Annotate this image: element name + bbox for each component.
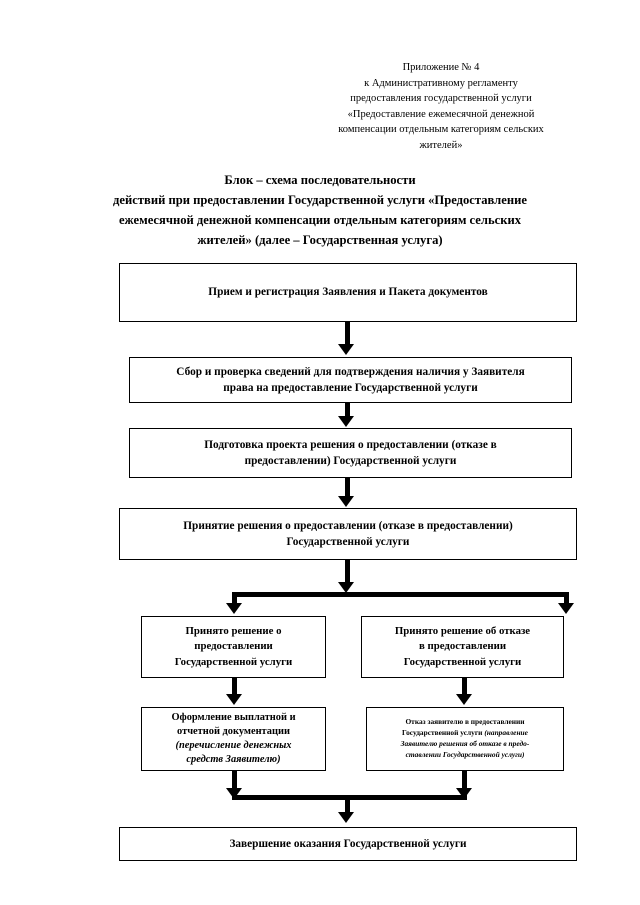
header-note-line: к Административному регламенту — [364, 77, 518, 89]
page-title-line: ежемесячной денежной компенсации отдельн… — [118, 213, 522, 227]
flowchart-box-line: Сбор и проверка сведений для подтвержден… — [176, 365, 525, 378]
connector-draft-to-decision — [345, 478, 350, 497]
flowchart-box-line: Принято решение об отказе — [394, 624, 531, 637]
flowchart-box-line: отчетной документации — [177, 726, 290, 737]
flowchart-box-intake: Прием и регистрация Заявления и Пакета д… — [119, 263, 577, 322]
connector-merge-to-completion — [345, 795, 350, 817]
flowchart-box-make-decision: Принятие решения о предоставлении (отказ… — [119, 508, 577, 560]
flowchart-box-line-italic: Заявителю решения об отказе в предо- — [400, 739, 530, 748]
arrowhead-icon — [226, 788, 242, 799]
flowchart-box-line: права на предоставление Государственной … — [223, 382, 478, 394]
header-note-line: предоставления государственной услуги — [350, 93, 532, 104]
arrowhead-icon — [456, 788, 472, 799]
flowchart-box-line: Отказ заявителю в предоставлении — [405, 717, 525, 727]
connector-decision-split-stem — [345, 560, 350, 585]
arrowhead-icon — [338, 582, 354, 593]
flowchart-box-payment-documentation: Оформление выплатной и отчетной документ… — [141, 707, 326, 771]
flowchart-box-draft-decision: Подготовка проекта решения о предоставле… — [129, 428, 572, 478]
connector-verify-to-draft — [345, 403, 350, 417]
flowchart-box-line: предоставлении) Государственной услуги — [244, 455, 457, 467]
flowchart-box-completion: Завершение оказания Государственной услу… — [119, 827, 577, 861]
arrowhead-icon — [558, 603, 574, 614]
page-title-line: жителей» (далее – Государственная услуга… — [197, 233, 443, 247]
flowchart-box-line: Принято решение о — [185, 624, 282, 637]
connector-decision-split-bus — [232, 592, 569, 597]
connector-payment-doc-to-merge — [232, 771, 237, 795]
arrowhead-icon — [226, 694, 242, 705]
flowchart-box-line: Государственной услуги — [286, 536, 410, 548]
connector-refusal-note-to-merge — [462, 771, 467, 795]
flowchart-box-line: Подготовка проекта решения о предоставле… — [204, 438, 497, 451]
flowchart-box-refusal-notification: Отказ заявителю в предоставлении Государ… — [366, 707, 564, 771]
flowchart-box-line: предоставлении — [194, 640, 273, 653]
header-note-line: компенсации отдельным категориям сельски… — [338, 124, 544, 135]
flowchart-box-line: Прием и регистрация Заявления и Пакета д… — [208, 286, 488, 299]
connector-approved-to-payment-doc — [232, 678, 237, 696]
arrowhead-icon — [338, 344, 354, 355]
arrowhead-icon — [338, 812, 354, 823]
flowchart-box-line: Государственной услуги — [403, 655, 522, 668]
flowchart-box-line: Государственной услуги (направление — [367, 728, 563, 739]
connector-split-to-approved — [232, 592, 237, 608]
page-title-line: действий при предоставлении Государствен… — [113, 193, 527, 207]
page-title-line: Блок – схема последовательности — [224, 173, 416, 187]
connector-intake-to-verify — [345, 322, 350, 346]
flowchart-box-line-italic: средств Заявителю) — [186, 754, 281, 765]
flowchart-box-verify-eligibility: Сбор и проверка сведений для подтвержден… — [129, 357, 572, 403]
connector-split-to-refused — [564, 592, 569, 608]
header-note-line: Приложение № 4 — [402, 62, 480, 73]
flowchart-box-line: Государственной услуги — [174, 655, 293, 668]
arrowhead-icon — [338, 416, 354, 427]
arrowhead-icon — [338, 496, 354, 507]
flowchart-box-line-italic: (перечисление денежных — [175, 740, 292, 751]
flowchart-box-line: в предоставлении — [418, 640, 507, 653]
flowchart-box-line-italic: (направление — [484, 728, 528, 738]
flowchart-box-line-italic: ставлении Государственной услуги) — [405, 749, 525, 759]
page-title: Блок – схема последовательности действий… — [60, 170, 580, 250]
flowchart-box-line: Завершение оказания Государственной услу… — [229, 837, 467, 850]
flowchart-box-line: Принятие решения о предоставлении (отказ… — [183, 519, 513, 532]
flowchart-box-decision-approved: Принято решение о предоставлении Государ… — [141, 616, 326, 678]
arrowhead-icon — [456, 694, 472, 705]
flowchart-box-decision-refused: Принято решение об отказе в предоставлен… — [361, 616, 564, 678]
header-note-line: жителей» — [419, 139, 463, 151]
flowchart-box-line: Оформление выплатной и — [171, 712, 296, 723]
flowchart-box-line-text: Государственной услуги — [402, 728, 483, 738]
header-note-line: «Предоставление ежемесячной денежной — [347, 108, 535, 120]
connector-refused-to-refusal-note — [462, 678, 467, 696]
appendix-header-note: Приложение № 4 к Административному регла… — [300, 60, 582, 153]
arrowhead-icon — [226, 603, 242, 614]
